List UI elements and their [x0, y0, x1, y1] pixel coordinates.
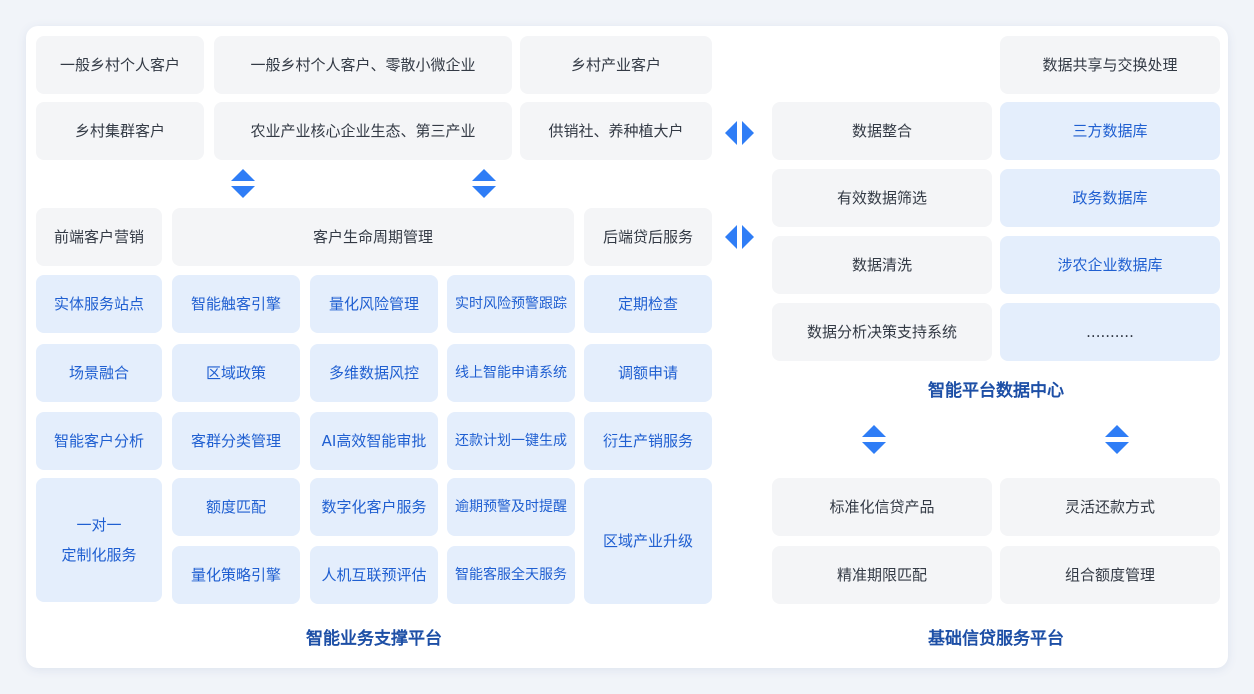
customer-rural-industry: 乡村产业客户: [520, 36, 712, 94]
credit-platform-title: 基础信贷服务平台: [928, 629, 1064, 649]
front-item-custom-service: 一对一 定制化服务: [36, 478, 162, 602]
customer-supply-farming: 供销社、养种植大户: [520, 102, 712, 160]
back-item: 调额申请: [584, 344, 712, 402]
customer-rural-individual: 一般乡村个人客户: [36, 36, 204, 94]
credit-item: 组合额度管理: [1000, 546, 1220, 604]
data-process-item: 数据分析决策支持系统: [772, 303, 992, 361]
credit-item: 标准化信贷产品: [772, 478, 992, 536]
vertical-double-arrow-icon: [1105, 425, 1129, 454]
credit-item: 精准期限匹配: [772, 546, 992, 604]
lifecycle-item: 量化风险管理: [310, 275, 438, 333]
back-item: 区域产业升级: [584, 478, 712, 604]
lifecycle-item: 数字化客户服务: [310, 478, 438, 536]
back-item: 定期检查: [584, 275, 712, 333]
data-sharing-box: 数据共享与交换处理: [1000, 36, 1220, 94]
front-marketing-header: 前端客户营销: [36, 208, 162, 266]
vertical-double-arrow-icon: [231, 169, 255, 198]
front-item-line: 一对一: [76, 516, 122, 534]
back-item: 衍生产销服务: [584, 412, 712, 470]
lifecycle-item: 量化策略引擎: [172, 546, 300, 604]
data-process-item: 有效数据筛选: [772, 169, 992, 227]
front-item: 场景融合: [36, 344, 162, 402]
lifecycle-item: 逾期预警及时提醒: [447, 478, 575, 536]
database-item: 三方数据库: [1000, 102, 1220, 160]
front-item-line: 定制化服务: [61, 546, 137, 564]
credit-item: 灵活还款方式: [1000, 478, 1220, 536]
database-item: 政务数据库: [1000, 169, 1220, 227]
lifecycle-header: 客户生命周期管理: [172, 208, 574, 266]
front-item: 实体服务站点: [36, 275, 162, 333]
business-platform-title: 智能业务支撑平台: [306, 629, 442, 649]
database-item: 涉农企业数据库: [1000, 236, 1220, 294]
customer-agri-core-ecosystem: 农业产业核心企业生态、第三产业: [214, 102, 512, 160]
customer-rural-cluster: 乡村集群客户: [36, 102, 204, 160]
data-center-title: 智能平台数据中心: [928, 381, 1064, 401]
lifecycle-item: 区域政策: [172, 344, 300, 402]
vertical-double-arrow-icon: [862, 425, 886, 454]
lifecycle-item: 客群分类管理: [172, 412, 300, 470]
lifecycle-item: 额度匹配: [172, 478, 300, 536]
back-service-header: 后端贷后服务: [584, 208, 712, 266]
lifecycle-item: 智能客服全天服务: [447, 546, 575, 604]
customer-rural-individual-micro: 一般乡村个人客户、零散小微企业: [214, 36, 512, 94]
lifecycle-item: AI高效智能审批: [310, 412, 438, 470]
lifecycle-item: 智能触客引擎: [172, 275, 300, 333]
horizontal-double-arrow-icon: [725, 225, 754, 249]
horizontal-double-arrow-icon: [725, 121, 754, 145]
lifecycle-item: 实时风险预警跟踪: [447, 275, 575, 333]
vertical-double-arrow-icon: [472, 169, 496, 198]
lifecycle-item: 人机互联预评估: [310, 546, 438, 604]
database-item-more: ..........: [1000, 303, 1220, 361]
data-process-item: 数据清洗: [772, 236, 992, 294]
lifecycle-item: 线上智能申请系统: [447, 344, 575, 402]
front-item: 智能客户分析: [36, 412, 162, 470]
lifecycle-item: 还款计划一键生成: [447, 412, 575, 470]
lifecycle-item: 多维数据风控: [310, 344, 438, 402]
data-process-item: 数据整合: [772, 102, 992, 160]
